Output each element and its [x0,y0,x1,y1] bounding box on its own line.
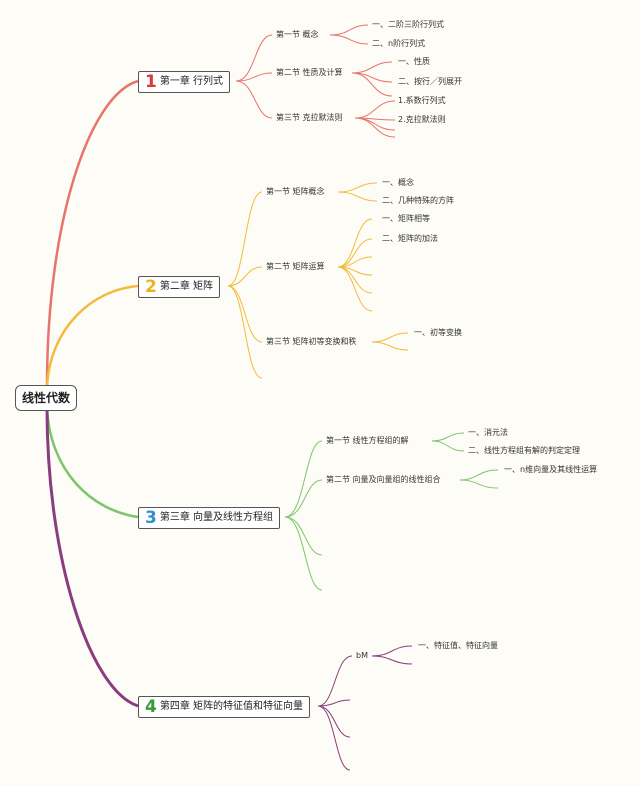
ch1-branches [235,24,396,138]
chapter-4-node[interactable]: 4 第四章 矩阵的特征值和特征向量 [138,696,311,718]
ch1-s2-item-2[interactable]: 二、按行／列展开 [398,77,462,86]
edge-root-ch3 [45,407,139,519]
ch1-section-3[interactable]: 第三节 克拉默法则 [276,113,343,122]
chapter-4-title: 第四章 矩阵的特征值和特征向量 [159,701,304,712]
ch3-s2-item-1[interactable]: 一、n维向量及其线性运算 [504,465,598,474]
chapter-3-node[interactable]: 3 第三章 向量及线性方程组 [138,507,281,529]
ch4-branches [317,645,413,771]
root-node[interactable]: 线性代数 [15,385,77,411]
root-label: 线性代数 [21,391,70,405]
ch1-section-2[interactable]: 第二节 性质及计算 [276,68,343,77]
ch3-section-1[interactable]: 第一节 线性方程组的解 [326,436,409,445]
ch3-s1-item-1[interactable]: 一、消元法 [468,428,508,437]
ch1-s2-item-1[interactable]: 一、性质 [398,57,430,66]
ch4-s1-item-1[interactable]: 一、特征值、特征向量 [418,641,498,650]
ch4-section-1[interactable]: bM [356,651,368,660]
ch1-s1-item-2[interactable]: 二、n阶行列式 [372,39,426,48]
ch3-s1-item-2[interactable]: 二、线性方程组有解的判定定理 [468,446,580,455]
ch3-section-2[interactable]: 第二节 向量及向量组的线性组合 [326,475,441,484]
ch3-branches [284,432,499,591]
chapter-1-title: 第一章 行列式 [159,76,224,87]
ch2-section-3[interactable]: 第三节 矩阵初等变换和秩 [266,337,357,346]
edge-root-ch2 [45,284,139,387]
ch1-s1-item-1[interactable]: 一、二阶三阶行列式 [372,20,444,29]
chapter-2-title: 第二章 矩阵 [159,281,214,292]
chapter-2-node[interactable]: 2 第二章 矩阵 [138,276,221,298]
chapter-2-number: 2 [145,276,157,297]
ch2-s1-item-1[interactable]: 一、概念 [382,178,414,187]
ch2-s2-item-1[interactable]: 一、矩阵相等 [382,214,430,223]
ch2-section-1[interactable]: 第一节 矩阵概念 [266,187,325,196]
chapter-1-number: 1 [145,71,157,92]
ch2-s3-item-1[interactable]: 一、初等变换 [414,328,462,337]
edge-root-ch4 [45,407,139,708]
chapter-3-number: 3 [145,507,157,528]
ch2-branches [227,182,409,379]
ch2-section-2[interactable]: 第二节 矩阵运算 [266,262,325,271]
chapter-3-title: 第三章 向量及线性方程组 [159,512,274,523]
chapter-1-node[interactable]: 1 第一章 行列式 [138,71,231,93]
chapter-4-number: 4 [145,696,157,717]
ch1-s3-item-2[interactable]: 2.克拉默法则 [398,115,446,124]
ch1-s3-item-1[interactable]: 1.系数行列式 [398,96,446,105]
ch2-s1-item-2[interactable]: 二、几种特殊的方阵 [382,196,454,205]
ch1-section-1[interactable]: 第一节 概念 [276,30,319,39]
ch2-s2-item-2[interactable]: 二、矩阵的加法 [382,234,438,243]
edge-root-ch1 [45,79,139,387]
